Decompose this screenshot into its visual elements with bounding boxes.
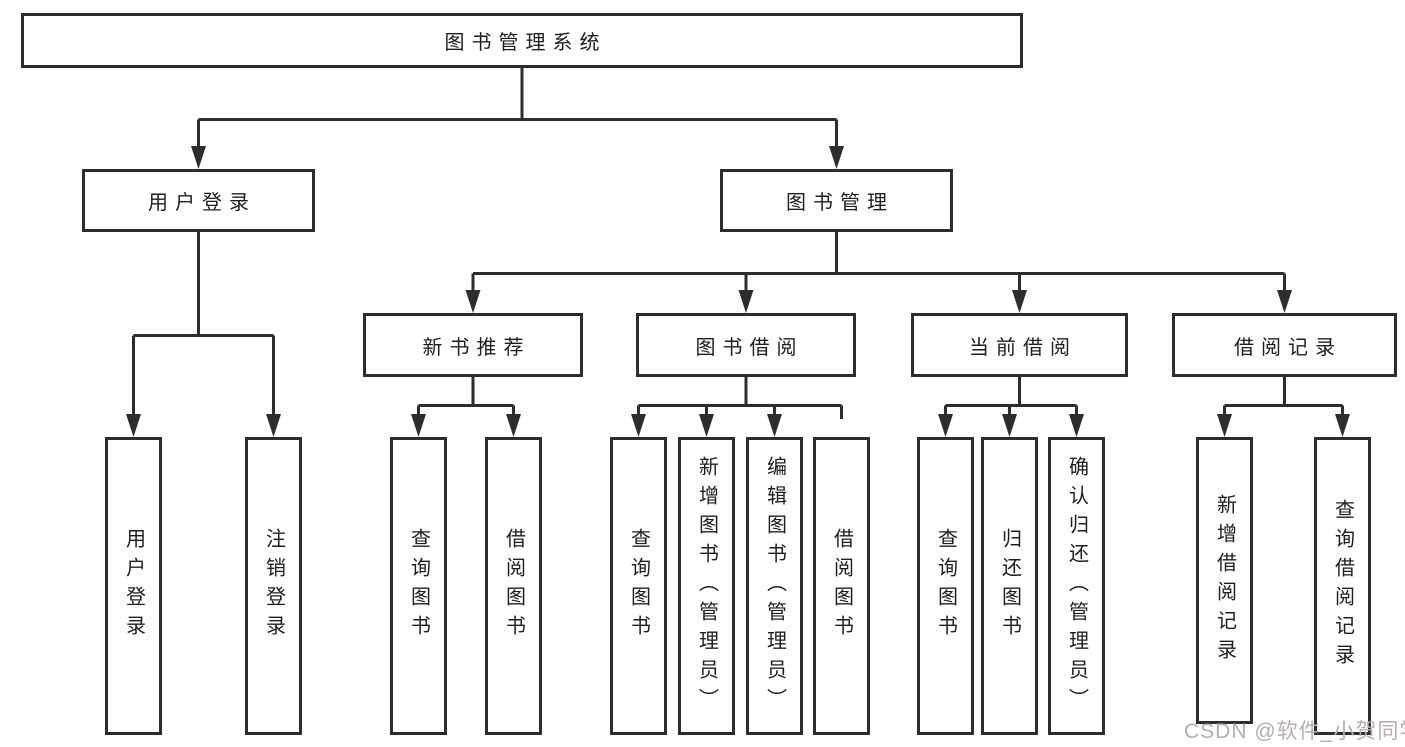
leaf-edit-book-admin: 编辑图书（管理员） bbox=[746, 437, 803, 735]
node-borrowing-records: 借阅记录 bbox=[1172, 313, 1397, 377]
node-label: 图书管理 bbox=[786, 192, 894, 214]
node-label: 用户登录 bbox=[148, 192, 256, 214]
node-label: 确认归还（管理员） bbox=[1065, 455, 1088, 717]
leaf-user-login: 用户登录 bbox=[105, 437, 162, 735]
node-label: 当前借阅 bbox=[969, 336, 1077, 359]
leaf-query-borrow-record: 查询借阅记录 bbox=[1314, 437, 1371, 735]
node-label: 新书推荐 bbox=[422, 336, 531, 359]
node-label: 用户登录 bbox=[122, 528, 145, 644]
leaf-logout: 注销登录 bbox=[245, 437, 302, 735]
node-book-management: 图书管理 bbox=[720, 169, 953, 232]
node-label: 查询图书 bbox=[934, 528, 957, 644]
node-label: 借阅图书 bbox=[830, 528, 853, 644]
leaf-query-books-current: 查询图书 bbox=[917, 437, 974, 735]
leaf-borrow-books: 借阅图书 bbox=[813, 437, 870, 735]
leaf-query-books-recommend: 查询图书 bbox=[390, 437, 447, 735]
node-label: 注销登录 bbox=[262, 528, 285, 644]
node-label: 图书管理系统 bbox=[444, 32, 607, 54]
node-label: 查询图书 bbox=[407, 528, 430, 644]
leaf-confirm-return-admin: 确认归还（管理员） bbox=[1048, 437, 1105, 735]
node-label: 借阅图书 bbox=[502, 528, 525, 644]
node-label: 查询图书 bbox=[627, 528, 650, 644]
node-label: 新增借阅记录 bbox=[1213, 493, 1236, 668]
node-current-borrowing: 当前借阅 bbox=[911, 313, 1128, 377]
node-book-borrowing: 图书借阅 bbox=[636, 313, 856, 377]
leaf-add-book-admin: 新增图书（管理员） bbox=[678, 437, 735, 735]
node-label: 查询借阅记录 bbox=[1331, 499, 1354, 673]
node-label: 编辑图书（管理员） bbox=[763, 455, 786, 717]
node-new-book-recommendation: 新书推荐 bbox=[363, 313, 583, 377]
leaf-add-borrow-record: 新增借阅记录 bbox=[1196, 437, 1253, 724]
node-user-login: 用户登录 bbox=[82, 169, 315, 232]
leaf-return-book: 归还图书 bbox=[981, 437, 1038, 735]
node-label: 归还图书 bbox=[998, 528, 1021, 644]
node-label: 图书借阅 bbox=[695, 336, 804, 359]
leaf-query-books-borrow: 查询图书 bbox=[610, 437, 667, 735]
watermark: CSDN @软件_小贺同学 bbox=[1184, 720, 1405, 743]
node-label: 借阅记录 bbox=[1234, 336, 1342, 359]
node-label: 新增图书（管理员） bbox=[695, 455, 718, 717]
leaf-borrow-books-recommend: 借阅图书 bbox=[485, 437, 542, 735]
node-library-system: 图书管理系统 bbox=[21, 13, 1023, 68]
